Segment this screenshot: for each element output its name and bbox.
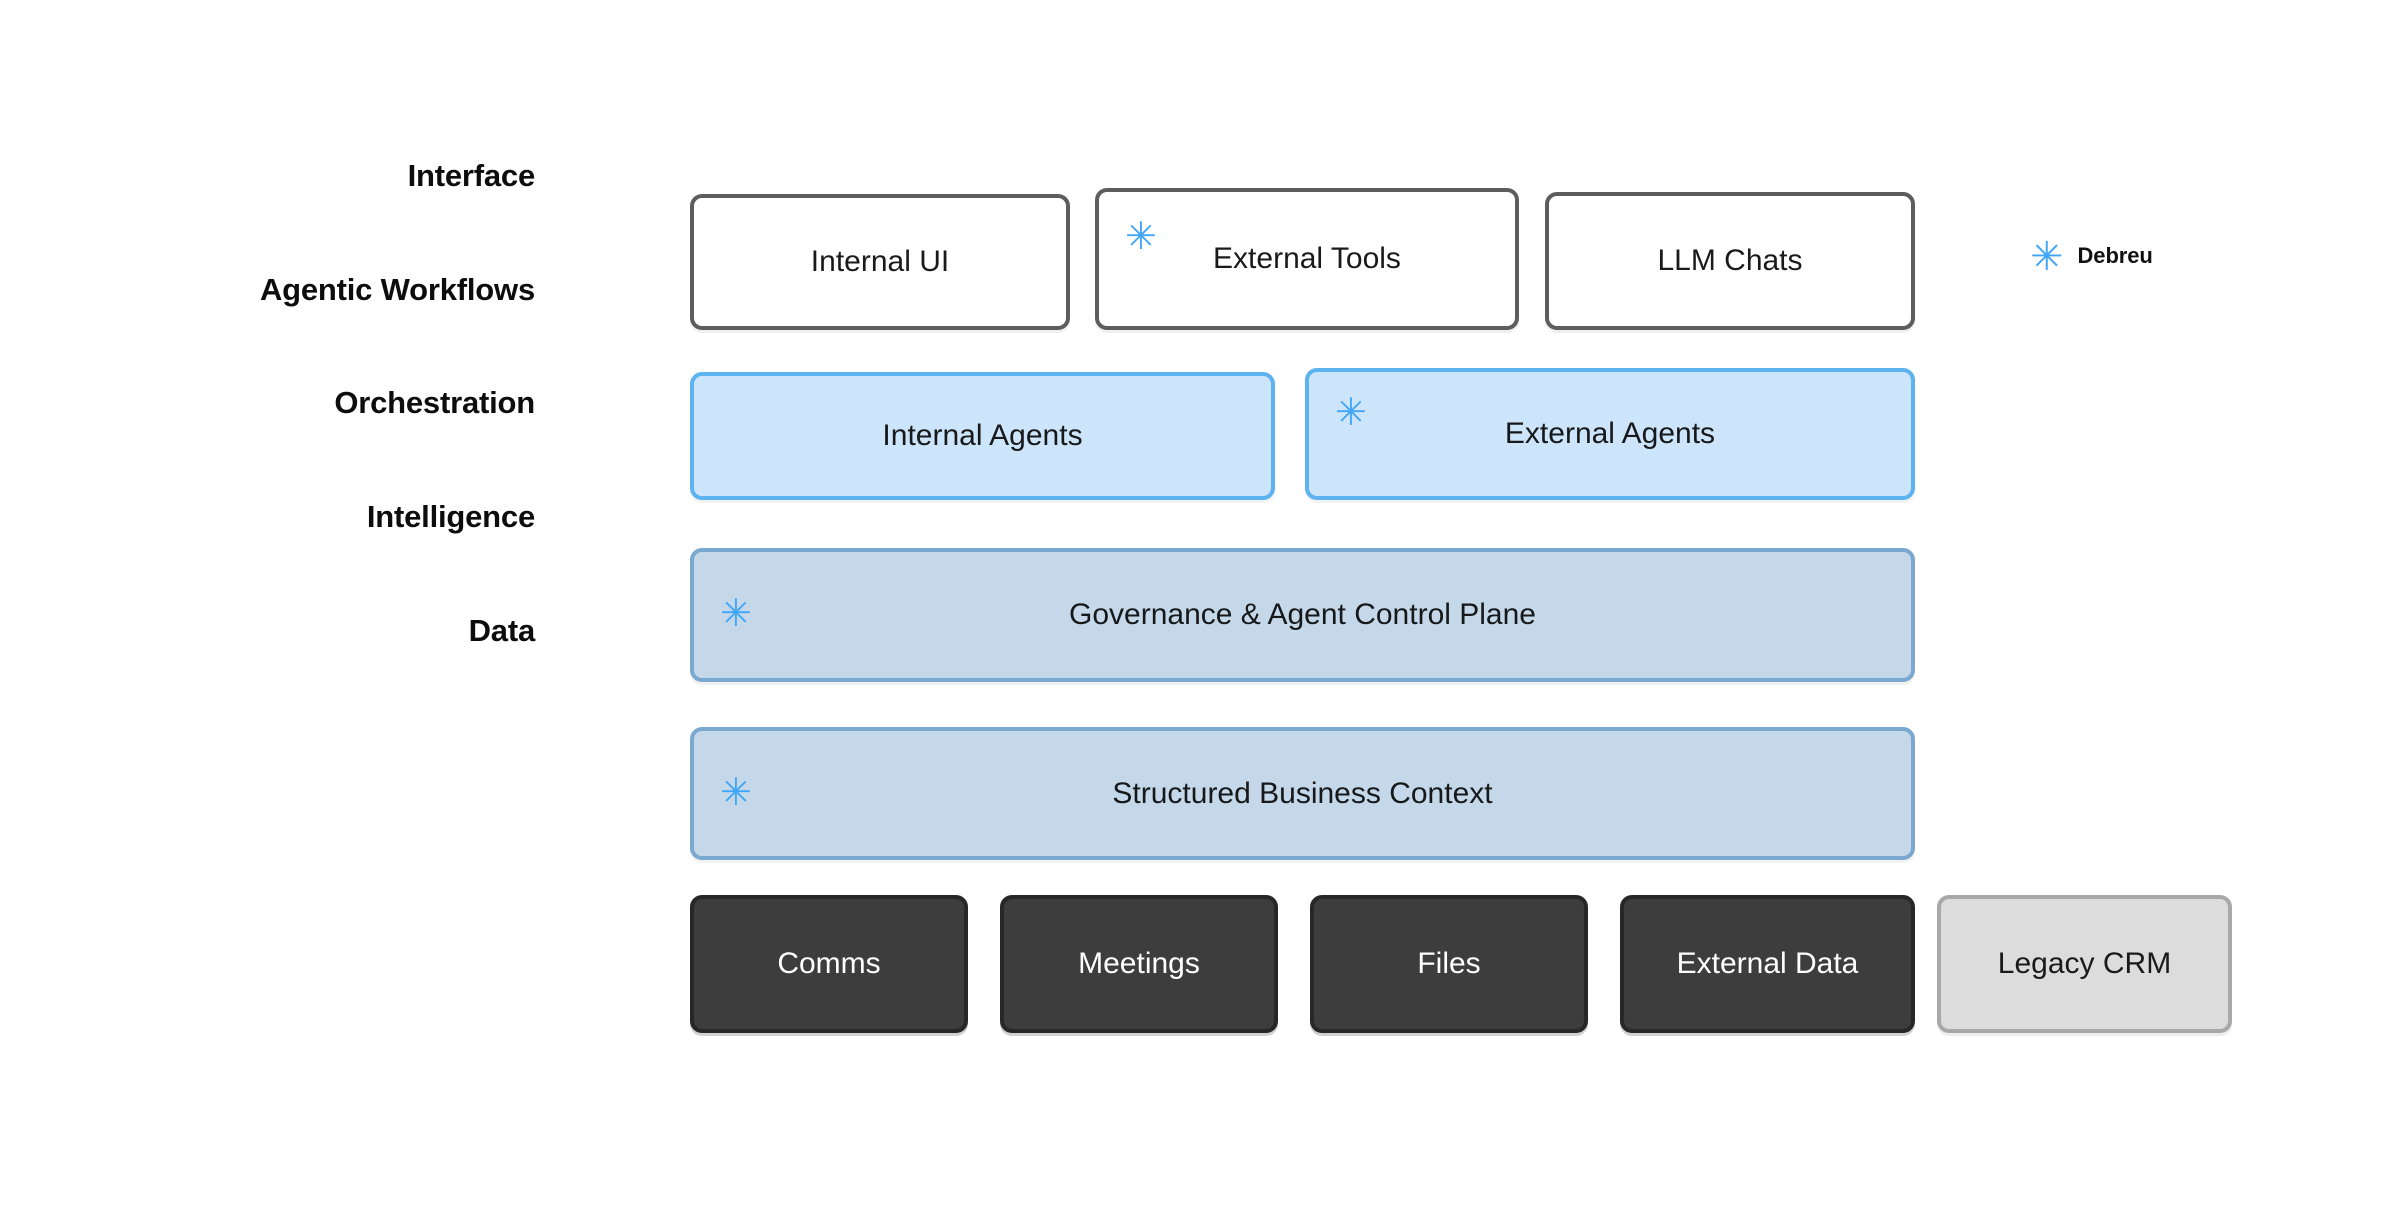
node-external-data-label: External Data xyxy=(1676,947,1859,980)
node-internal-agents[interactable]: Internal Agents xyxy=(690,372,1275,500)
node-legacy-crm[interactable]: Legacy CRM xyxy=(1937,895,2232,1033)
node-governance-agent-control-plane-label: Governance & Agent Control Plane xyxy=(1069,598,1536,631)
node-files[interactable]: Files xyxy=(1310,895,1588,1033)
row-label-intelligence: Intelligence xyxy=(366,499,535,534)
node-llm-chats[interactable]: LLM Chats xyxy=(1545,192,1915,330)
row-label-agentic-workflows: Agentic Workflows xyxy=(259,272,535,307)
row-label-interface: Interface xyxy=(407,158,536,193)
node-internal-ui[interactable]: Internal UI xyxy=(690,194,1070,330)
debreu-asterisk-icon: ✳ xyxy=(720,593,752,636)
debreu-asterisk-icon: ✳ xyxy=(1125,215,1157,258)
node-files-label: Files xyxy=(1417,947,1481,980)
node-comms-label: Comms xyxy=(777,947,881,980)
node-external-agents-label: External Agents xyxy=(1504,417,1716,450)
node-external-tools-label: External Tools xyxy=(1213,242,1401,275)
node-llm-chats-label: LLM Chats xyxy=(1657,244,1803,277)
node-external-data[interactable]: External Data xyxy=(1620,895,1915,1033)
node-external-tools[interactable]: ✳ External Tools xyxy=(1095,188,1519,330)
node-meetings-label: Meetings xyxy=(1078,947,1200,980)
row-label-orchestration: Orchestration xyxy=(334,385,535,420)
node-governance-agent-control-plane[interactable]: ✳ Governance & Agent Control Plane xyxy=(690,548,1915,682)
node-legacy-crm-label: Legacy CRM xyxy=(1997,947,2172,980)
node-structured-business-context-label: Structured Business Context xyxy=(1112,776,1493,810)
legend-label: Debreu xyxy=(2077,243,2153,268)
debreu-asterisk-icon: ✳ xyxy=(720,771,752,814)
node-meetings[interactable]: Meetings xyxy=(1000,895,1278,1033)
debreu-asterisk-icon: ✳ xyxy=(2030,235,2064,279)
node-comms[interactable]: Comms xyxy=(690,895,968,1033)
legend-debreu: ✳ Debreu xyxy=(2030,235,2153,279)
node-internal-ui-label: Internal UI xyxy=(810,245,950,278)
debreu-asterisk-icon: ✳ xyxy=(1335,392,1367,435)
node-structured-business-context[interactable]: ✳ Structured Business Context xyxy=(690,727,1915,860)
node-external-agents[interactable]: ✳ External Agents xyxy=(1305,368,1915,500)
row-label-data: Data xyxy=(468,613,536,648)
node-internal-agents-label: Internal Agents xyxy=(882,419,1083,452)
